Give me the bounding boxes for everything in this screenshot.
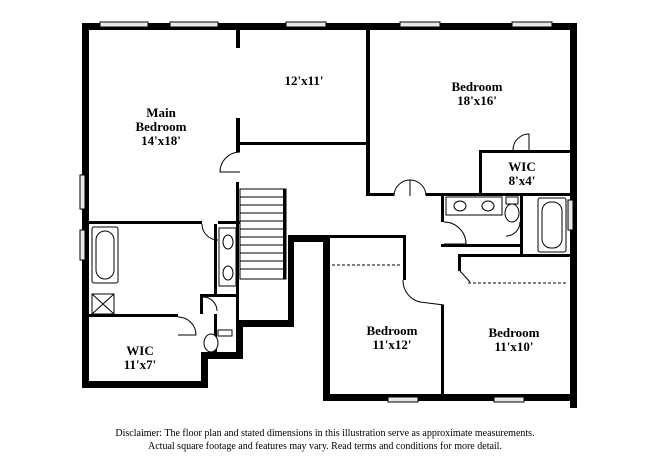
main-bedroom-label: Main Bedroom 14'x18' — [126, 106, 196, 148]
windows — [79, 21, 574, 403]
bedroom-se-label: Bedroom 11'x10' — [472, 326, 556, 354]
main-bedroom-dims: 14'x18' — [141, 133, 181, 148]
door-swings — [177, 133, 530, 336]
disclaimer-line-1: Disclaimer: The floor plan and stated di… — [115, 428, 535, 439]
bedroom-ne-label: Bedroom 18'x16' — [432, 80, 522, 108]
wic-ne-name: WIC — [508, 159, 536, 174]
wic-sw-name: WIC — [126, 343, 154, 358]
wic-sw-dims: 11'x7' — [123, 357, 157, 372]
staircase — [239, 188, 287, 280]
interior-walls — [86, 26, 574, 395]
wic-sw-label: WIC 11'x7' — [112, 344, 168, 372]
bedroom-se-dims: 11'x10' — [494, 339, 534, 354]
room-12x11-dims: 12'x11' — [284, 73, 324, 88]
bedroom-ne-name: Bedroom — [451, 79, 503, 94]
bedroom-s-dims: 11'x12' — [372, 337, 412, 352]
bedroom-s-name: Bedroom — [366, 323, 418, 338]
main-bedroom-name-line2: Bedroom — [135, 119, 187, 134]
wic-ne-dims: 8'x4' — [508, 173, 536, 188]
bathroom-fixtures — [91, 196, 567, 353]
main-bedroom-name-line1: Main — [146, 105, 176, 120]
closet-doors — [332, 264, 568, 284]
bedroom-se-name: Bedroom — [488, 325, 540, 340]
disclaimer-line-2: Actual square footage and features may v… — [148, 441, 502, 452]
wic-ne-label: WIC 8'x4' — [496, 160, 548, 188]
room-12x11-label: 12'x11' — [276, 74, 332, 88]
bedroom-ne-dims: 18'x16' — [457, 93, 497, 108]
bedroom-s-label: Bedroom 11'x12' — [352, 324, 432, 352]
